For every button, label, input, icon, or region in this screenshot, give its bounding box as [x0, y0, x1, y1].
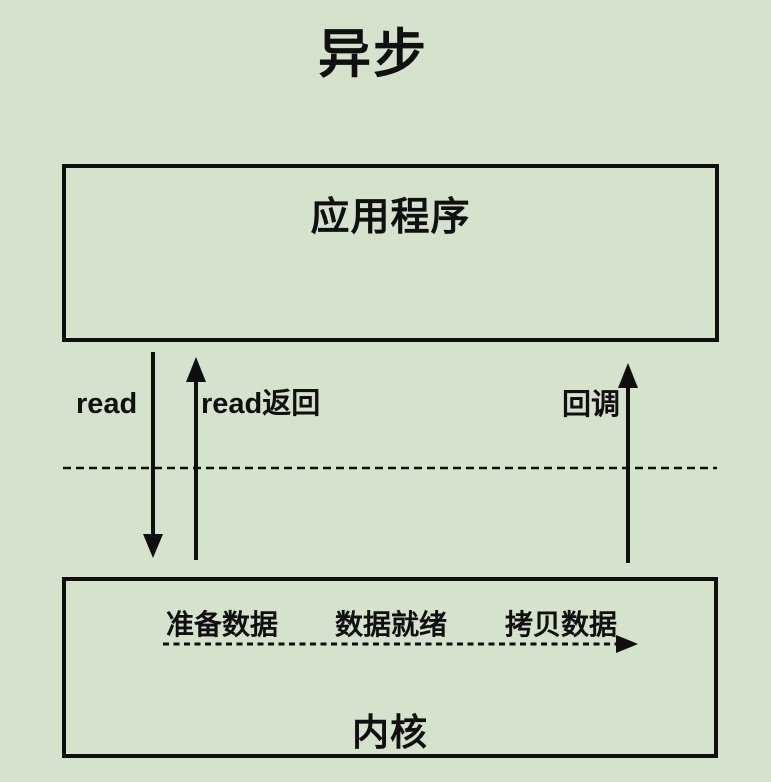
read-down-arrow-icon: [143, 352, 163, 558]
diagram-title: 异步: [318, 25, 428, 84]
kernel-box-label: 内核: [352, 712, 428, 753]
kernel-stage-copy-data: 拷贝数据: [504, 609, 618, 640]
kernel-box: 准备数据 数据就绪 拷贝数据 内核: [62, 577, 718, 758]
read-arrow-label: read: [76, 388, 138, 420]
kernel-stage-prepare-data: 准备数据: [165, 609, 279, 640]
callback-up-arrow-icon: [618, 363, 638, 563]
application-box-label: 应用程序: [310, 196, 471, 239]
read-return-arrow-label: read返回: [201, 388, 321, 420]
application-box: 应用程序: [62, 164, 719, 342]
kernel-stage-data-ready: 数据就绪: [334, 609, 448, 640]
callback-arrow-label: 回调: [562, 389, 621, 421]
